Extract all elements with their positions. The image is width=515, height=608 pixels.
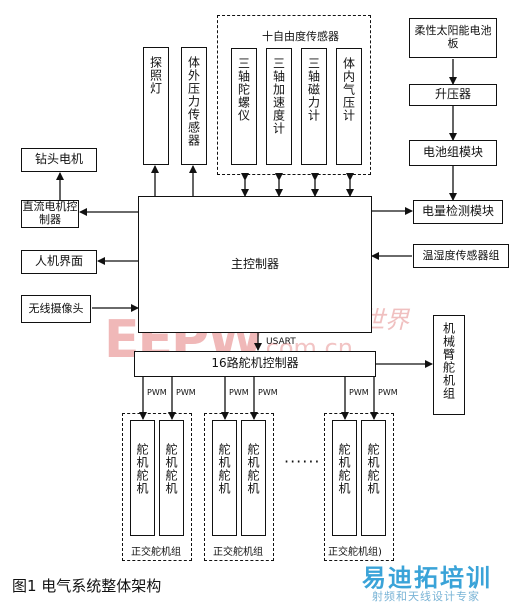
servo-group-label: 正交舵机组 (213, 547, 263, 558)
pwm-label: PWM (229, 388, 249, 397)
booster-box: 升压器 (409, 84, 497, 106)
pwm-label: PWM (176, 388, 196, 397)
solar-panel-box: 柔性太阳能电池板 (409, 18, 497, 58)
wireless-camera-box: 无线摄像头 (21, 295, 91, 323)
servo-unit-label: 舵机舵机 (164, 443, 178, 495)
servo-unit-label: 舵机舵机 (217, 443, 231, 495)
magnetometer-label: 三轴磁力计 (306, 57, 321, 122)
pressure-sensor-label: 体外压力传感器 (186, 56, 201, 147)
servo-unit-label: 舵机舵机 (135, 443, 149, 495)
power-detection-box: 电量检测模块 (413, 200, 503, 224)
servo-group-3 (324, 413, 394, 561)
servo-group-label: 正交舵机组) (328, 547, 382, 558)
servo-unit: 舵机舵机 (159, 420, 184, 536)
servo-unit: 舵机舵机 (332, 420, 357, 536)
arm-servo-box: 机械臂舵机组 (433, 315, 465, 415)
pwm-label: PWM (258, 388, 278, 397)
battery-module-box: 电池组模块 (409, 140, 497, 166)
main-controller-box: 主控制器 (138, 196, 372, 333)
servo-unit: 舵机舵机 (212, 420, 237, 536)
figure-caption: 图1 电气系统整体架构 (12, 577, 162, 595)
searchlight-box: 探照灯 (143, 47, 169, 165)
gyroscope-box: 三轴陀螺仪 (231, 48, 257, 165)
servo-unit-label: 舵机舵机 (366, 443, 380, 495)
servo-unit-label: 舵机舵机 (246, 443, 260, 495)
pressure-sensor-box: 体外压力传感器 (181, 47, 207, 165)
servo-group-label: 正交舵机组 (131, 547, 181, 558)
usart-label: USART (266, 337, 296, 347)
dc-motor-controller-box: 直流电机控制器 (21, 200, 79, 228)
servo-controller-box: 16路舵机控制器 (134, 351, 376, 377)
arm-servo-label: 机械臂舵机组 (441, 322, 456, 400)
gyroscope-label: 三轴陀螺仪 (236, 57, 251, 122)
temp-humidity-box: 温湿度传感器组 (413, 244, 509, 268)
servo-unit: 舵机舵机 (130, 420, 155, 536)
pwm-label: PWM (147, 388, 167, 397)
barometer-box: 体内气压计 (336, 48, 362, 165)
sensor-group-title: 十自由度传感器 (262, 30, 339, 43)
ellipsis: ······ (284, 452, 321, 471)
barometer-label: 体内气压计 (341, 57, 356, 122)
accelerometer-label: 三轴加速度计 (271, 57, 286, 135)
hmi-box: 人机界面 (21, 250, 97, 274)
servo-unit-label: 舵机舵机 (337, 443, 351, 495)
servo-unit: 舵机舵机 (361, 420, 386, 536)
servo-group-1 (122, 413, 192, 561)
training-watermark: 易迪拓培训 (362, 564, 492, 592)
magnetometer-box: 三轴磁力计 (301, 48, 327, 165)
drill-motor-box: 钻头电机 (21, 148, 97, 172)
sensor-group (217, 15, 371, 175)
servo-unit: 舵机舵机 (241, 420, 266, 536)
training-watermark-subtitle: 射频和天线设计专家 (372, 590, 480, 603)
pwm-label: PWM (378, 388, 398, 397)
pwm-label: PWM (349, 388, 369, 397)
servo-group-2 (204, 413, 274, 561)
accelerometer-box: 三轴加速度计 (266, 48, 292, 165)
searchlight-label: 探照灯 (148, 56, 163, 95)
